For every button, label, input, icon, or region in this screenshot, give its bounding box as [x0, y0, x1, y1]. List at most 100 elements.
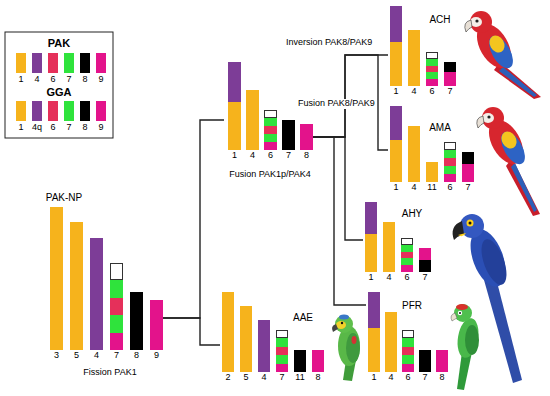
tree-branch [313, 137, 363, 240]
legend-heading: PAK [48, 37, 70, 49]
macaw-head [470, 11, 492, 33]
legend-number: 8 [82, 75, 87, 85]
chromosome-band [228, 62, 241, 102]
conure-wing [465, 325, 479, 355]
chromosome-bar: 4 [385, 312, 397, 372]
chromosome-number: 6 [447, 183, 452, 193]
chromosome-bar: 11 [294, 350, 306, 372]
chromosome-band [110, 315, 123, 332]
karyotype-caption: PFR [402, 300, 422, 311]
chromosome-band [390, 140, 402, 182]
legend-swatch [80, 101, 90, 121]
chromosome-bar: 6 [264, 110, 277, 150]
chromosome-bar: 1 [365, 202, 377, 272]
chromosome-band [276, 347, 288, 355]
amazon-beak [332, 324, 338, 332]
chromosome-band [444, 62, 456, 72]
legend-number: 1 [18, 75, 23, 85]
karyotype-caption: AHY [402, 208, 423, 219]
chromosome-band [390, 106, 402, 140]
legend-swatch [32, 53, 42, 73]
chromosome-bar: 7 [419, 248, 431, 272]
chromosome-bar: 8 [130, 292, 143, 350]
chromosome-bar: 6 [426, 52, 438, 86]
chromosome-band [228, 102, 241, 150]
karyotype-caption: ACH [429, 14, 450, 25]
legend-number: 7 [66, 123, 71, 133]
macaw-eye [475, 19, 478, 22]
chromosome-band [264, 118, 277, 126]
legend-number: 6 [50, 123, 55, 133]
macaw-wing [484, 32, 518, 72]
chromosome-number: 6 [268, 151, 273, 161]
chromosome-band [110, 333, 123, 350]
legend-swatch [48, 53, 58, 73]
legend-number: 8 [82, 123, 87, 133]
event-label: Inversion PAK8/PAK9 [286, 38, 372, 48]
macaw-wing [496, 128, 530, 168]
chromosome-band [276, 355, 288, 363]
chromosome-bar: 4 [246, 90, 259, 150]
chromosome-number: 7 [114, 351, 119, 361]
macaw-tail [506, 158, 540, 216]
chromosome-band [426, 79, 438, 86]
chromosome-number: 7 [422, 273, 427, 283]
chromosome-number: 8 [304, 151, 309, 161]
chromosome-bar: 1 [390, 6, 402, 86]
karyotype-group: PFR14678 [366, 290, 448, 383]
chromosome-bar: 4 [90, 238, 103, 350]
chromosome-band [365, 202, 377, 234]
chromosome-number: 8 [439, 373, 444, 383]
chromosome-band [401, 258, 413, 265]
chromosome-band [110, 263, 123, 280]
tree-branch [313, 137, 366, 305]
scarlet-macaw-illustration [465, 11, 541, 99]
hyacinth-jaw-stripe [458, 233, 466, 236]
chromosome-band [264, 134, 277, 142]
chromosome-band [462, 164, 474, 182]
conure-red-crown [456, 304, 468, 310]
chromosome-bar: 7 [276, 330, 288, 372]
chromosome-band [426, 162, 438, 182]
karyotype-caption: PAK-NP [46, 192, 83, 203]
chromosome-band [419, 248, 431, 260]
chromosome-band [276, 330, 288, 338]
chromosome-bar: 8 [312, 350, 324, 372]
legend-frame [5, 32, 113, 138]
chromosome-bar: 4 [383, 222, 395, 272]
chromosome-bar: 2 [222, 292, 234, 372]
chromosome-band [368, 292, 380, 328]
conure-body [455, 317, 482, 360]
legend-swatch [96, 101, 106, 121]
conure-head [454, 304, 472, 322]
legend-number: 9 [98, 75, 103, 85]
chromosome-bar: 1 [390, 106, 402, 182]
chromosome-number: 7 [465, 183, 470, 193]
chromosome-band [426, 66, 438, 73]
chromosome-bar: 8 [300, 124, 313, 150]
chromosome-number: 4 [250, 151, 255, 161]
karyotype-group: AAE2547118 [220, 288, 324, 383]
chromosome-band [390, 42, 402, 86]
chromosome-band [383, 222, 395, 272]
chromosome-number: 4 [411, 183, 416, 193]
chromosome-band [365, 234, 377, 273]
chromosome-band [390, 6, 402, 42]
chromosome-band [401, 238, 413, 245]
legend-swatch [16, 101, 26, 121]
hyacinth-eye [469, 222, 472, 225]
legend-number: 4 [34, 75, 39, 85]
hyacinth-beak [453, 221, 464, 240]
chromosome-bar: 7 [419, 350, 431, 372]
chromosome-bar: 4 [408, 126, 420, 182]
chromosome-number: 7 [447, 87, 452, 97]
chromosome-band [300, 124, 313, 150]
chromosome-band [444, 142, 456, 150]
chromosome-band [408, 126, 420, 182]
chromosome-band [258, 320, 270, 372]
chromosome-band [402, 330, 414, 338]
chromosome-band [402, 347, 414, 355]
chromosome-band [402, 364, 414, 372]
chromosome-number: 7 [422, 373, 427, 383]
